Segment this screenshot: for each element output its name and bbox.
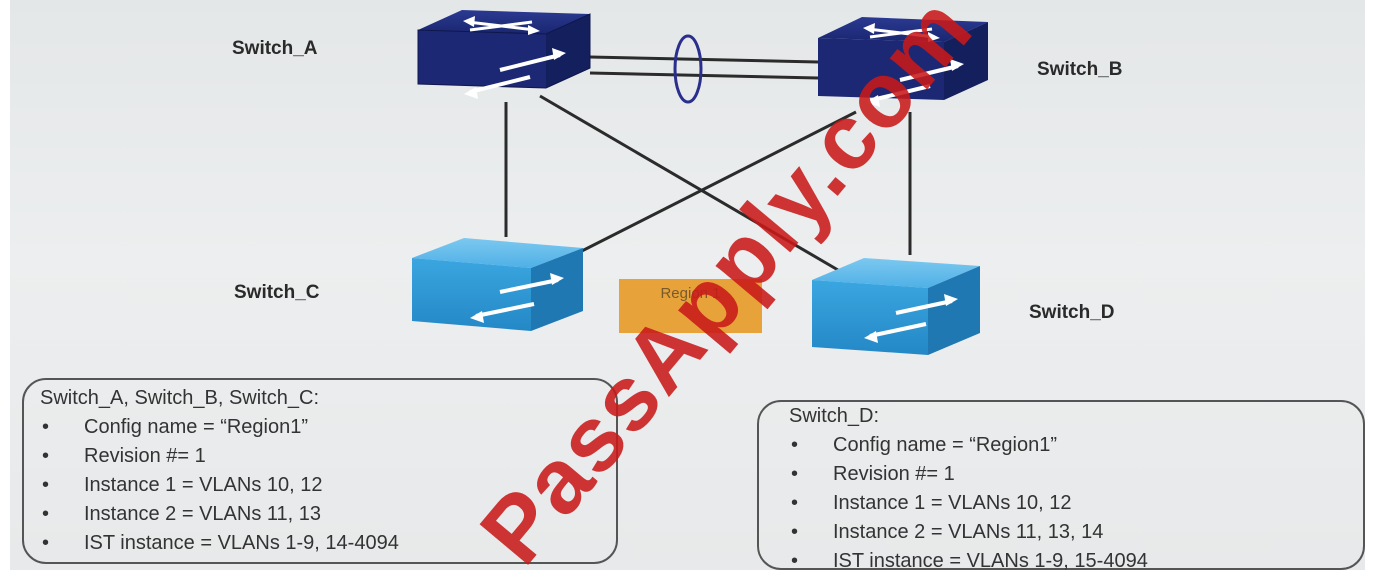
switch-c-label: Switch_C (234, 282, 320, 303)
switch-d-label: Switch_D (1029, 302, 1115, 323)
link-a-b-1 (589, 55, 819, 64)
switch-d-icon (812, 258, 980, 355)
config-abc-item: Config name = “Region1” (40, 413, 616, 442)
config-abc-item: Instance 1 = VLANs 10, 12 (40, 471, 616, 500)
config-abc-item: Revision #= 1 (40, 442, 616, 471)
config-d-item: Revision #= 1 (789, 460, 1363, 489)
config-d-item: IST instance = VLANs 1-9, 15-4094 (789, 547, 1363, 570)
link-aggregation-icon (673, 34, 703, 104)
config-abc-item: IST instance = VLANs 1-9, 14-4094 (40, 529, 616, 558)
config-abc-list: Config name = “Region1” Revision #= 1 In… (40, 413, 616, 558)
link-a-d (539, 94, 839, 272)
link-b-c (571, 110, 857, 258)
switch-a-icon (417, 10, 591, 99)
config-abc-item: Instance 2 = VLANs 11, 13 (40, 500, 616, 529)
config-d-item: Config name = “Region1” (789, 431, 1363, 460)
region-label: Region 1 (660, 285, 721, 302)
config-box-abc: Switch_A, Switch_B, Switch_C: Config nam… (22, 378, 618, 564)
config-d-list: Config name = “Region1” Revision #= 1 In… (789, 431, 1363, 570)
region-box: Region 1 (619, 279, 762, 333)
switch-b-label: Switch_B (1037, 59, 1123, 80)
config-box-d: Switch_D: Config name = “Region1” Revisi… (757, 400, 1365, 570)
config-d-item: Instance 1 = VLANs 10, 12 (789, 489, 1363, 518)
links (504, 55, 912, 272)
link-a-b-2 (589, 71, 819, 80)
config-d-item: Instance 2 = VLANs 11, 13, 14 (789, 518, 1363, 547)
config-d-title: Switch_D: (789, 405, 880, 427)
switch-b-icon (818, 17, 988, 107)
switch-a-label: Switch_A (232, 38, 318, 59)
switch-c-icon (412, 238, 583, 331)
config-abc-title: Switch_A, Switch_B, Switch_C: (40, 387, 319, 409)
